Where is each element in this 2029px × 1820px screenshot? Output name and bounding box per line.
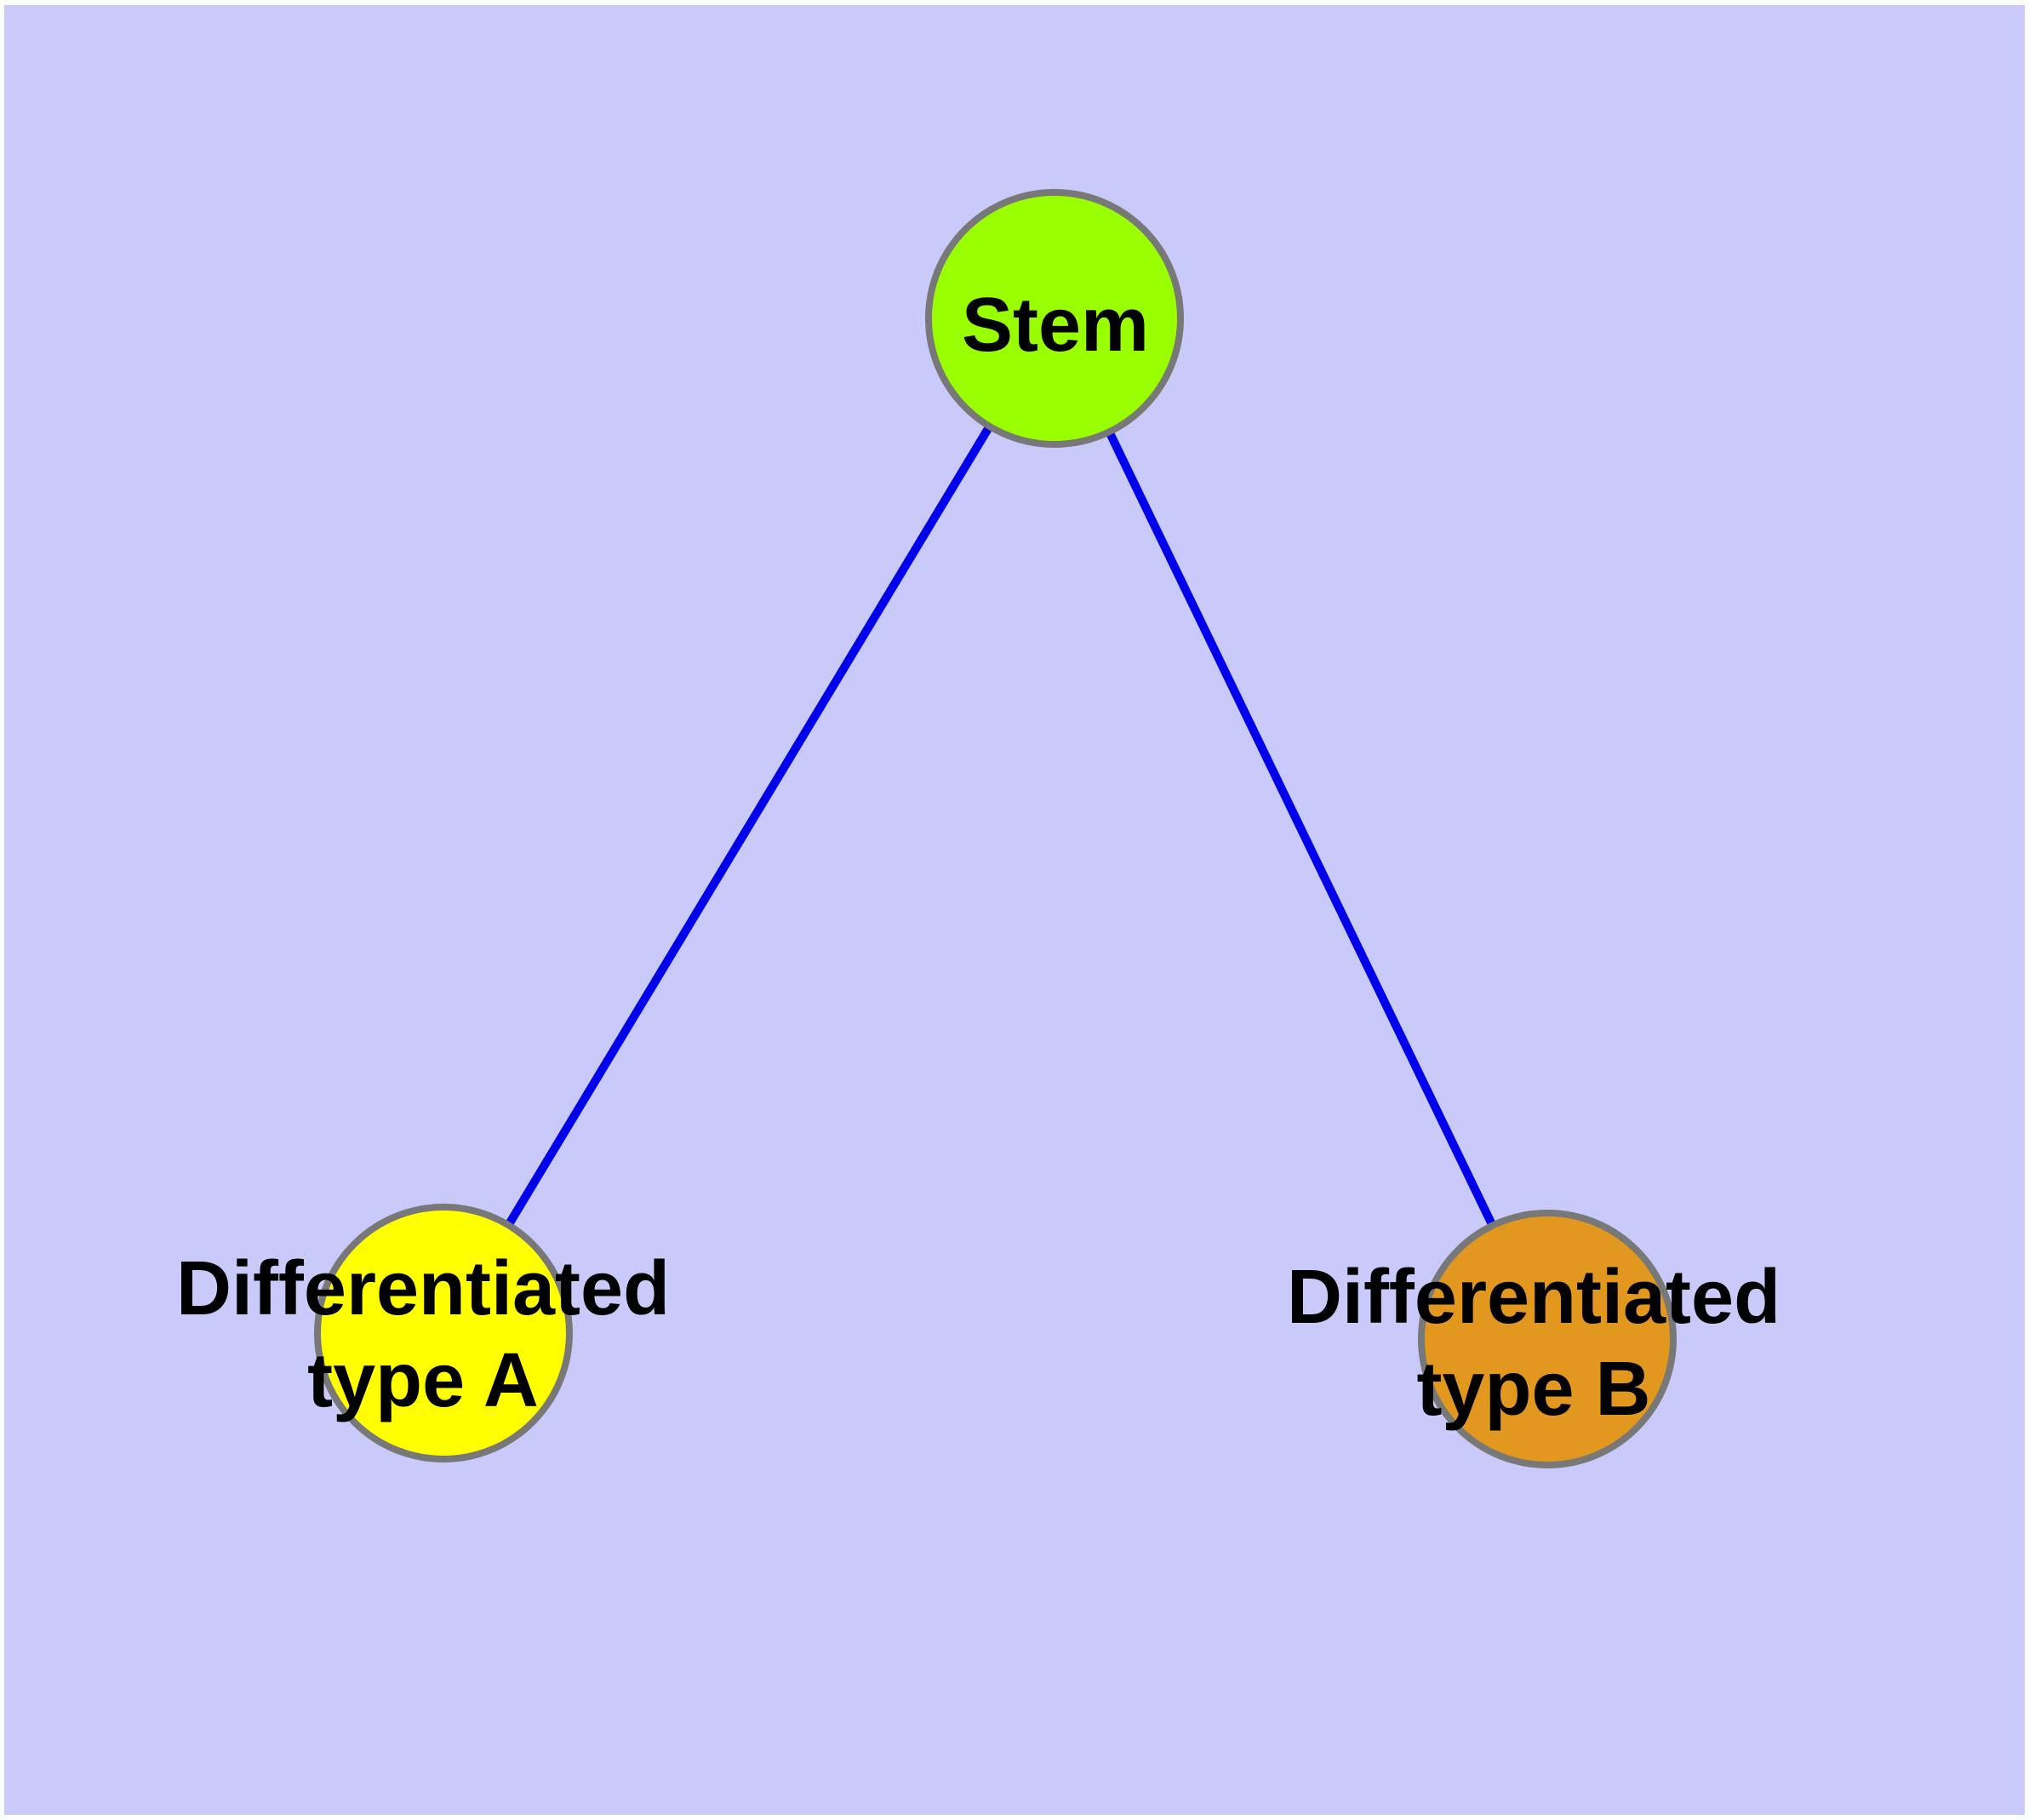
node-type-b-label: Differentiated type B [1287, 1251, 1780, 1435]
edge-stem-to-type-b [1050, 316, 1552, 1342]
node-stem-label: Stem [962, 279, 1149, 371]
node-stem-label-line1: Stem [961, 283, 1150, 368]
edge-stem-to-type-a [439, 316, 1059, 1336]
node-type-b-label-line2: type B [1416, 1347, 1651, 1432]
node-type-b-label-line1: Differentiated [1286, 1255, 1781, 1340]
node-type-b [1418, 1210, 1677, 1468]
graph-svg [314, 189, 1677, 1468]
node-type-a-label-line1: Differentiated [175, 1246, 671, 1331]
node-type-a-label: Differentiated type A [176, 1243, 670, 1427]
node-stem [925, 189, 1184, 448]
node-type-a [314, 1204, 573, 1462]
graph-canvas: Stem Differentiated type A Differentiate… [4, 5, 2025, 1815]
node-type-a-label-line2: type A [307, 1338, 539, 1423]
